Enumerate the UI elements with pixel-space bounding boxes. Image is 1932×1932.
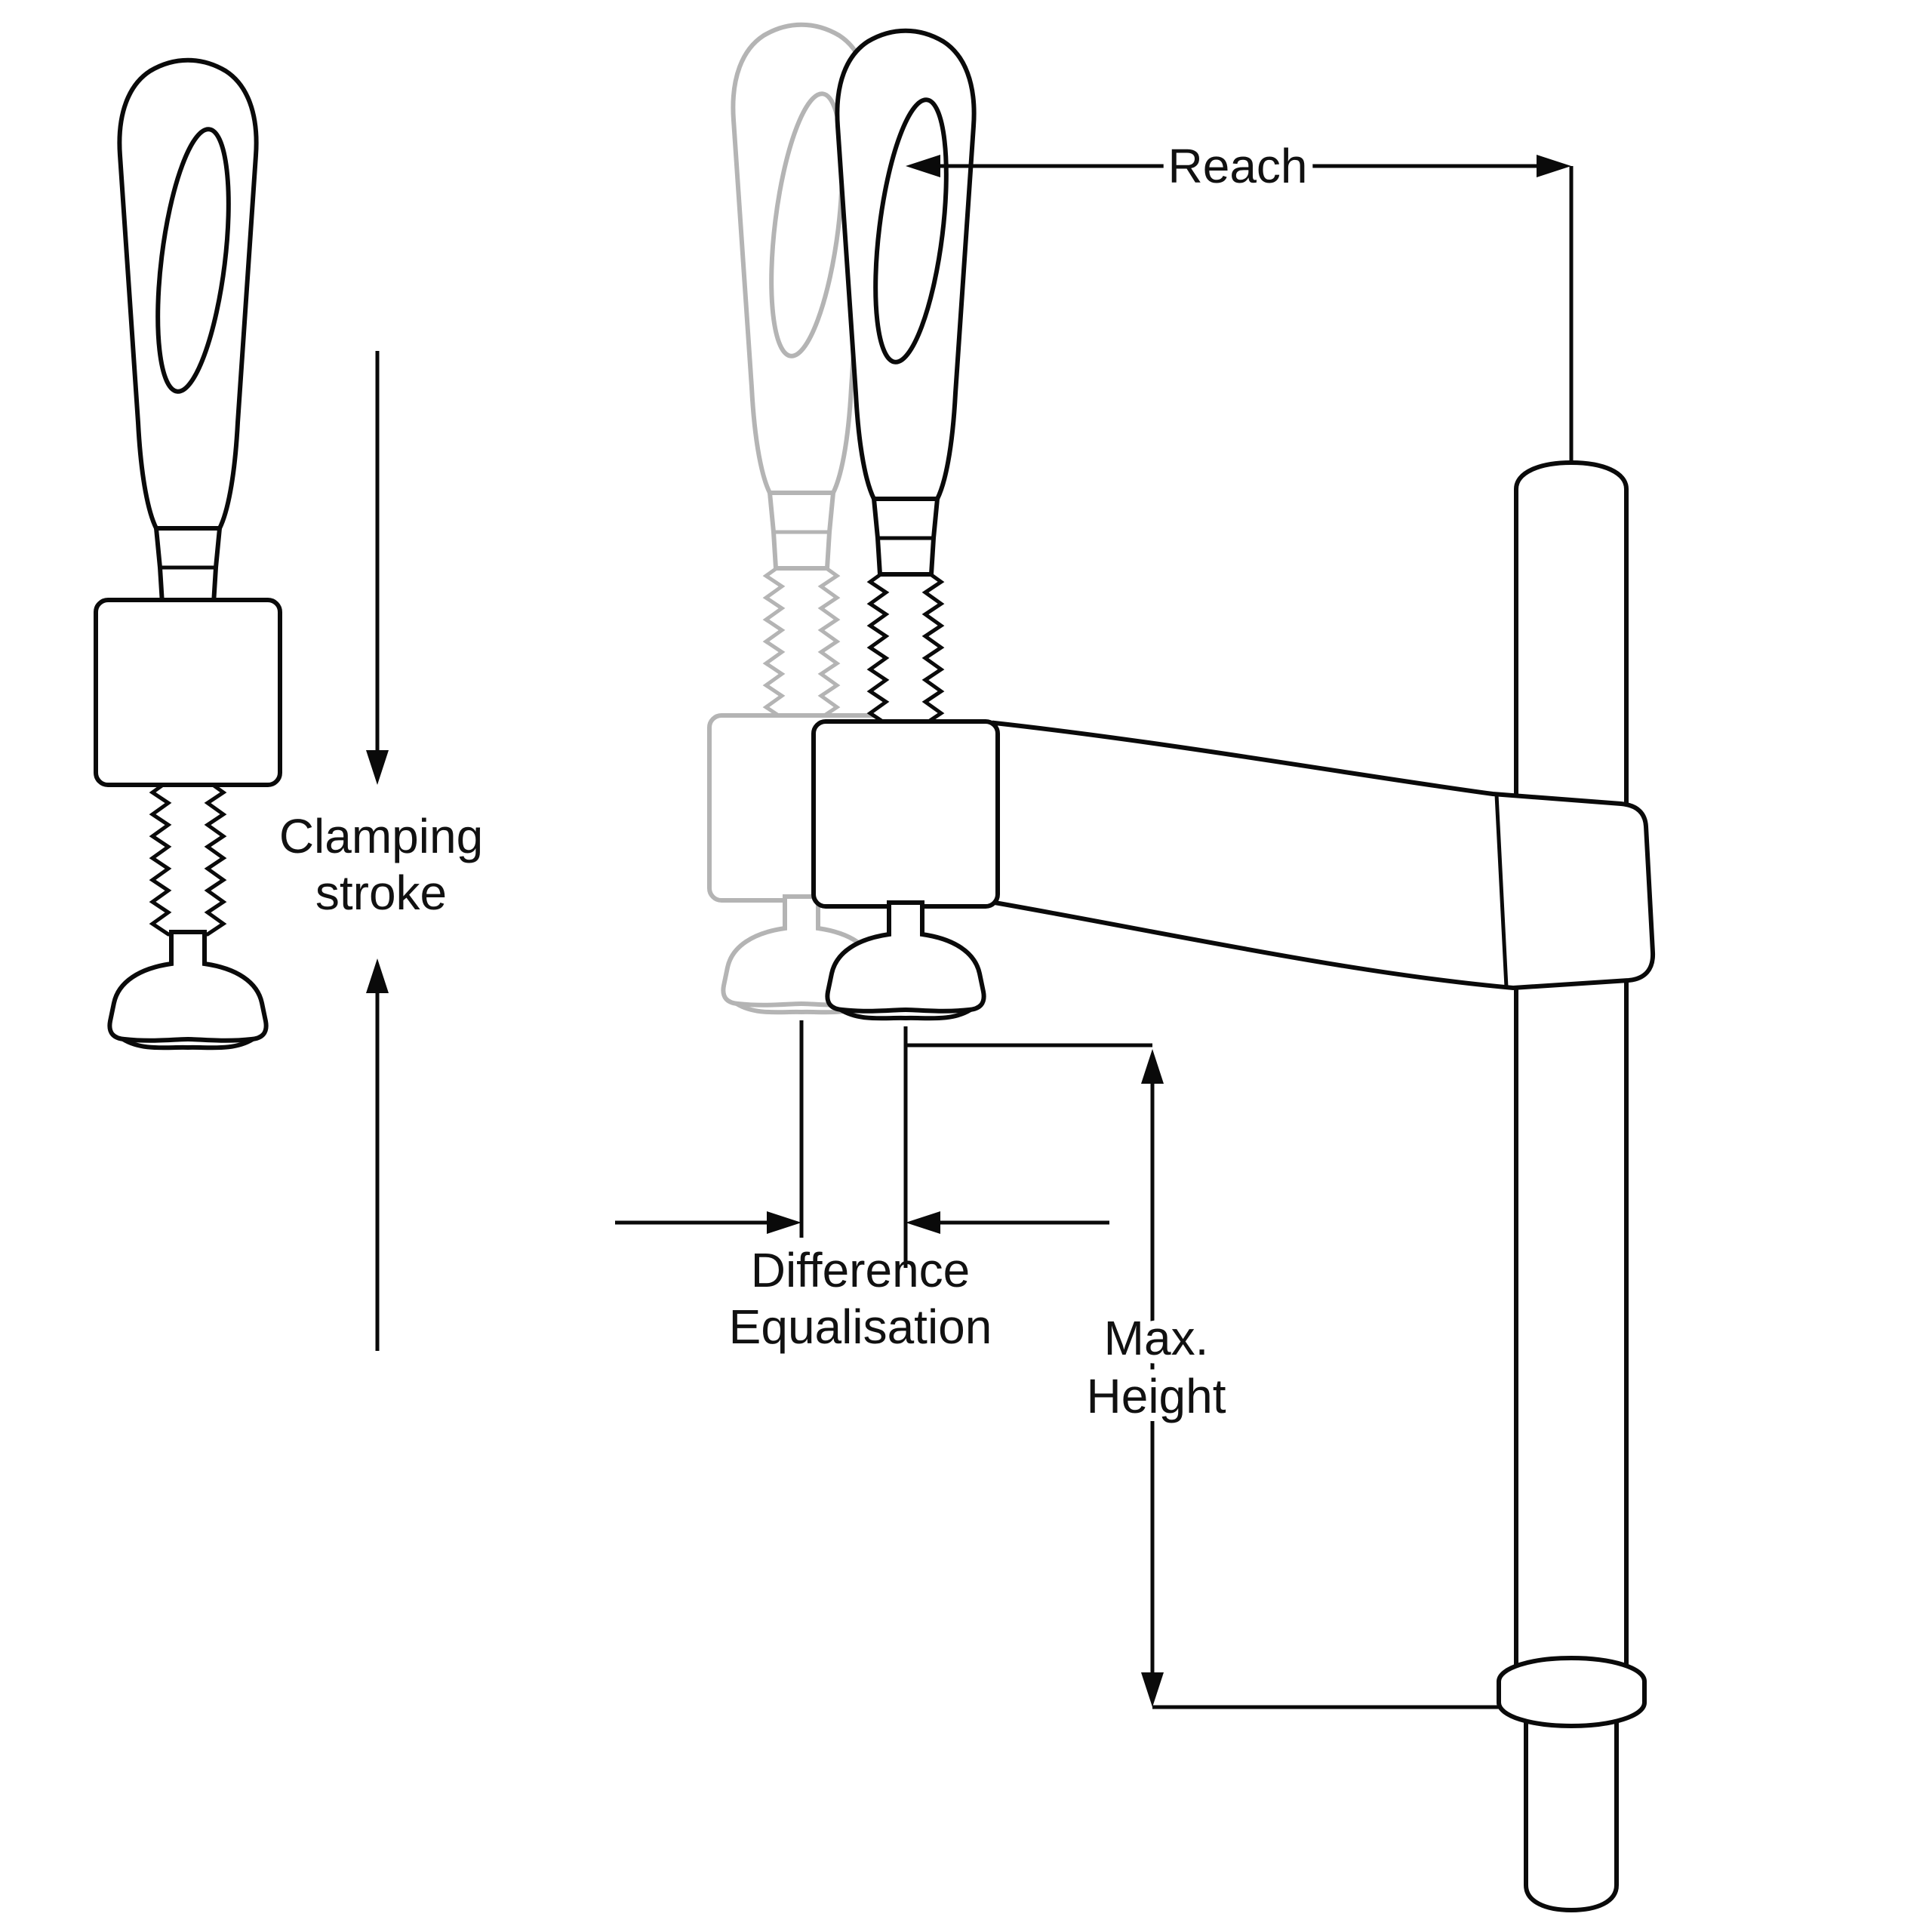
max-height-label-line2: Height	[1087, 1369, 1226, 1423]
left-clamp-foot	[109, 932, 266, 1048]
arm-clamp-thread	[870, 571, 941, 724]
difference-label-line1: Difference	[751, 1243, 971, 1297]
clamping-stroke-label-line1: Clamping	[279, 809, 483, 863]
arm-clamp-handle	[837, 31, 974, 574]
max-height-label-line1: Max.	[1104, 1311, 1209, 1365]
difference-label-line2: Equalisation	[729, 1300, 992, 1354]
arm-clamp-foot	[827, 903, 983, 1018]
left-clamp	[96, 60, 280, 1048]
difference-right-pointing-arrowhead	[767, 1211, 801, 1234]
clamping-stroke-down-arrowhead	[366, 750, 389, 785]
difference-left-pointing-arrowhead	[906, 1211, 940, 1234]
reach-dimension: Reach	[906, 131, 1574, 463]
max-height-dimension: Max. Height	[906, 1043, 1502, 1709]
post-lower-shaft	[1524, 1683, 1619, 1913]
vertical-post	[1497, 460, 1647, 1913]
post-upper-shaft	[1514, 460, 1629, 1698]
arm-clamp	[814, 31, 998, 1019]
arm-collar-edge	[1494, 794, 1509, 988]
arm-outline	[992, 720, 1656, 991]
ghost-clamp-thread	[766, 565, 837, 718]
left-clamp-thread	[152, 781, 223, 934]
clamp-arm	[992, 720, 1656, 991]
reach-label: Reach	[1168, 139, 1308, 193]
left-clamp-body	[96, 600, 280, 785]
arm-clamp-body	[814, 721, 998, 906]
clamping-stroke-up-arrowhead	[366, 958, 389, 993]
max-height-down-arrowhead	[1141, 1672, 1164, 1707]
difference-equalisation-dimension: Difference Equalisation	[615, 1020, 1109, 1354]
clamping-stroke-dimension: Clamping stroke	[279, 351, 483, 1351]
reach-left-arrowhead	[906, 155, 940, 177]
left-clamp-handle	[119, 60, 256, 604]
reach-right-arrowhead	[1537, 155, 1571, 177]
post-stop-collar	[1497, 1655, 1647, 1729]
max-height-up-arrowhead	[1141, 1049, 1164, 1084]
clamping-stroke-label-line2: stroke	[315, 866, 447, 920]
